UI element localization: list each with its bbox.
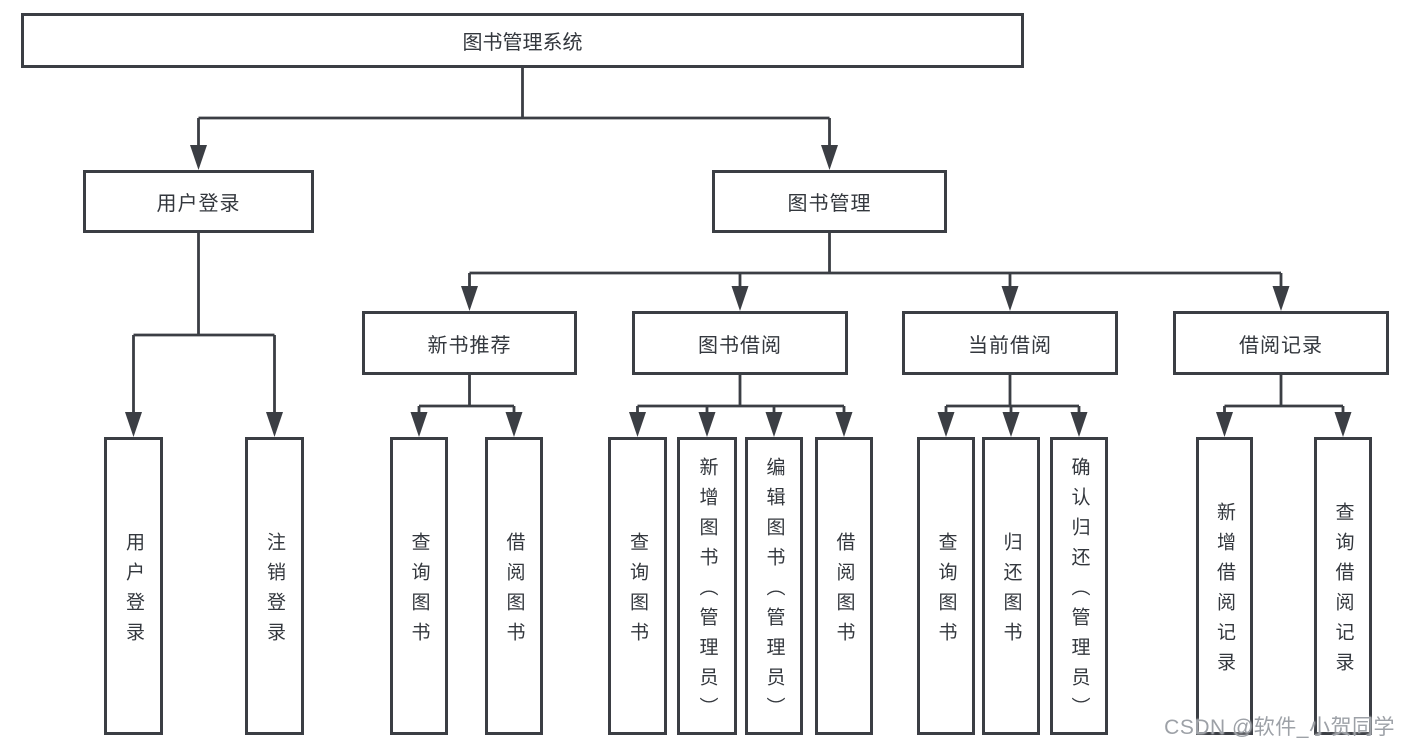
node-library-management-system: 图书管理系统 bbox=[21, 13, 1024, 68]
leaf-edit-books-admin: 编辑图书（管理员） bbox=[745, 437, 803, 735]
node-book-borrowing: 图书借阅 bbox=[632, 311, 848, 375]
node-label: 借阅记录 bbox=[1239, 334, 1323, 357]
leaf-query-books-recommend: 查询图书 bbox=[390, 437, 448, 735]
node-label: 借阅图书 bbox=[833, 531, 855, 652]
node-label: 查询借阅记录 bbox=[1332, 501, 1354, 682]
leaf-logout: 注销登录 bbox=[245, 437, 304, 735]
node-book-management: 图书管理 bbox=[712, 170, 947, 233]
node-label: 借阅图书 bbox=[503, 531, 525, 652]
node-label: 编辑图书（管理员） bbox=[763, 456, 785, 727]
node-label: 新增图书（管理员） bbox=[696, 456, 718, 727]
node-label: 图书借阅 bbox=[698, 334, 782, 357]
node-label: 查询图书 bbox=[935, 531, 957, 652]
node-label: 新增借阅记录 bbox=[1214, 501, 1235, 682]
node-label: 归还图书 bbox=[1000, 531, 1022, 652]
node-current-borrowing: 当前借阅 bbox=[902, 311, 1118, 375]
leaf-add-books-admin: 新增图书（管理员） bbox=[677, 437, 737, 735]
node-label: 注销登录 bbox=[264, 531, 285, 652]
leaf-query-books-current: 查询图书 bbox=[917, 437, 975, 735]
leaf-query-books-borrowing: 查询图书 bbox=[608, 437, 667, 735]
node-label: 当前借阅 bbox=[968, 334, 1052, 357]
leaf-borrow-books: 借阅图书 bbox=[815, 437, 873, 735]
watermark: CSDN @软件_小贺同学 bbox=[1164, 716, 1395, 739]
node-user-login: 用户登录 bbox=[83, 170, 314, 233]
node-label: 图书管理系统 bbox=[462, 32, 583, 54]
node-label: 用户登录 bbox=[123, 531, 144, 652]
leaf-borrow-books-recommend: 借阅图书 bbox=[485, 437, 543, 735]
node-label: 查询图书 bbox=[408, 531, 430, 652]
node-label: 新书推荐 bbox=[427, 334, 512, 357]
leaf-add-borrow-record: 新增借阅记录 bbox=[1196, 437, 1253, 735]
node-label: 用户登录 bbox=[156, 193, 241, 215]
node-label: 图书管理 bbox=[787, 193, 872, 215]
leaf-confirm-return-admin: 确认归还（管理员） bbox=[1050, 437, 1108, 735]
leaf-user-login: 用户登录 bbox=[104, 437, 163, 735]
node-label: 查询图书 bbox=[627, 531, 648, 652]
node-borrowing-records: 借阅记录 bbox=[1173, 311, 1389, 375]
node-new-book-recommendation: 新书推荐 bbox=[362, 311, 577, 375]
leaf-query-borrow-record: 查询借阅记录 bbox=[1314, 437, 1372, 735]
leaf-return-books: 归还图书 bbox=[982, 437, 1040, 735]
node-label: 确认归还（管理员） bbox=[1068, 456, 1090, 727]
